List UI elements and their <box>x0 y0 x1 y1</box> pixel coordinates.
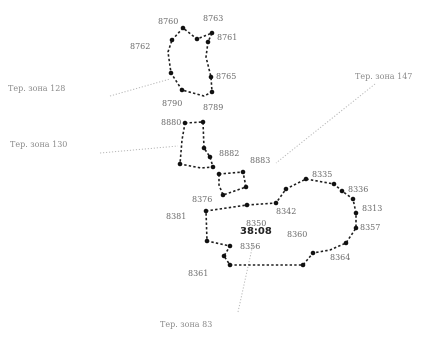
vertex-point <box>209 30 215 36</box>
zone-label-83: Тер. зона 83 <box>160 320 212 329</box>
vertex-point <box>194 36 200 42</box>
vertex-point <box>273 200 279 206</box>
vertex-point <box>204 238 210 244</box>
point-label: 8350 <box>246 219 266 228</box>
point-label: 8336 <box>348 185 368 194</box>
vertex-point <box>203 208 209 214</box>
zone-label-147: Тер. зона 147 <box>355 72 412 81</box>
point-label: 8883 <box>250 156 270 165</box>
vertex-point <box>180 25 186 31</box>
vertex-point <box>339 188 345 194</box>
vertex-point <box>227 262 233 268</box>
point-label: 8765 <box>216 72 236 81</box>
vertex-point <box>353 210 359 216</box>
vertex-point <box>177 161 183 167</box>
vertex-point <box>300 262 306 268</box>
point-label: 8357 <box>360 223 380 232</box>
vertex-point <box>208 74 214 80</box>
point-label: 8882 <box>219 149 239 158</box>
leader-zone-130 <box>99 145 179 154</box>
vertex-point <box>343 240 349 246</box>
point-label: 8763 <box>203 14 223 23</box>
point-label: 8364 <box>330 253 350 262</box>
point-label: 8360 <box>287 230 307 239</box>
vertex-point <box>220 192 226 198</box>
boundary-plot-middle <box>179 121 214 169</box>
leader-lines <box>99 78 376 313</box>
vertex-point <box>209 89 215 95</box>
vertex-point <box>168 70 174 76</box>
point-label: 8790 <box>162 99 182 108</box>
leader-zone-83 <box>237 243 254 313</box>
vertex-point <box>207 154 213 160</box>
vertex-point <box>303 176 309 182</box>
vertex-point <box>331 181 337 187</box>
point-label: 8761 <box>217 33 237 42</box>
vertex-point <box>200 119 206 125</box>
zone-label-130: Тер. зона 130 <box>10 140 67 149</box>
zone-labels: Тер. зона 128 Тер. зона 130 Тер. зона 14… <box>8 72 412 329</box>
vertex-point <box>240 169 246 175</box>
leader-zone-128 <box>109 78 171 97</box>
vertex-point <box>182 120 188 126</box>
point-label: 8356 <box>240 242 260 251</box>
vertex-point <box>310 250 316 256</box>
leader-zone-147 <box>275 83 376 164</box>
point-label: 8762 <box>130 42 150 51</box>
point-label: 8361 <box>188 269 208 278</box>
vertex-point <box>216 171 222 177</box>
vertex-point <box>210 164 216 170</box>
zone-label-128: Тер. зона 128 <box>8 84 65 93</box>
center-label: 38:08 <box>240 226 272 237</box>
point-label: 8342 <box>276 207 296 216</box>
point-label: 8376 <box>192 195 212 204</box>
point-labels: 8760 8762 8763 8761 8765 8790 8789 8880 … <box>130 14 382 278</box>
vertex-point <box>283 186 289 192</box>
vertex-point <box>227 243 233 249</box>
vertex-point <box>350 196 356 202</box>
boundary-plot-small <box>218 171 247 196</box>
boundary-plot-top <box>167 27 213 97</box>
vertex-point <box>201 145 207 151</box>
point-label: 8880 <box>161 118 181 127</box>
point-label: 8335 <box>312 170 332 179</box>
point-label: 8789 <box>203 103 223 112</box>
vertex-point <box>243 184 249 190</box>
point-label: 8313 <box>362 204 382 213</box>
point-label: 8381 <box>166 212 186 221</box>
vertex-point <box>205 39 211 45</box>
point-label: 8760 <box>158 17 178 26</box>
vertex-point <box>179 87 185 93</box>
vertex-point <box>169 37 175 43</box>
vertex-point <box>221 253 227 259</box>
vertex-point <box>244 202 250 208</box>
vertex-points <box>168 25 359 268</box>
vertex-point <box>353 225 359 231</box>
